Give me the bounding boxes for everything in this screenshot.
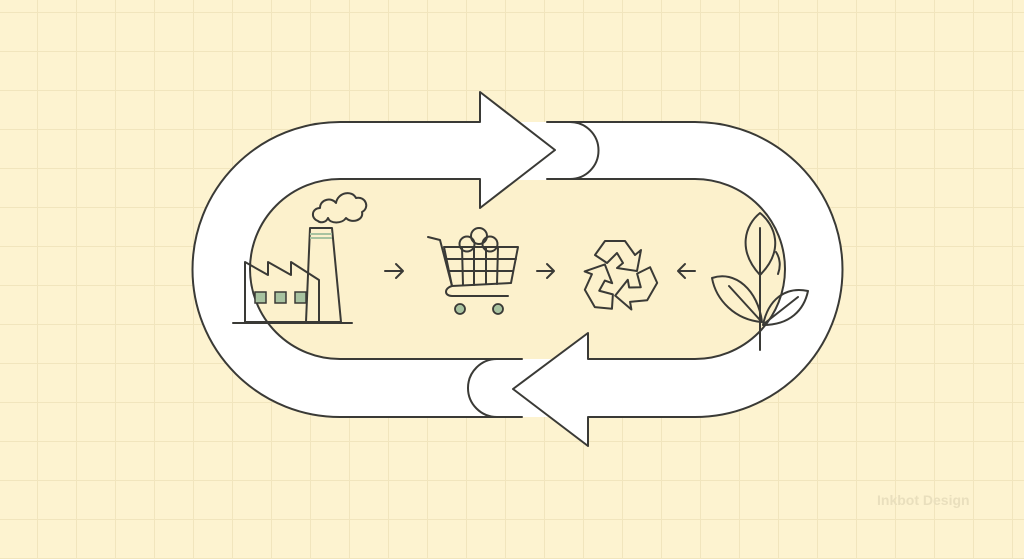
plant-icon bbox=[711, 212, 809, 351]
bottom-arrowhead bbox=[512, 332, 589, 447]
watermark: Inkbot Design bbox=[877, 492, 970, 508]
arrow-right-icon bbox=[536, 263, 555, 279]
loop-arrow-icon bbox=[191, 91, 844, 447]
arrow-right-icon bbox=[384, 263, 404, 279]
recycle-icon bbox=[583, 240, 659, 311]
factory-icon bbox=[232, 192, 368, 324]
top-arrowhead bbox=[479, 91, 556, 209]
arrow-left-icon bbox=[677, 263, 696, 279]
smoke-icon bbox=[312, 192, 368, 224]
shopping-cart-icon bbox=[427, 227, 519, 315]
